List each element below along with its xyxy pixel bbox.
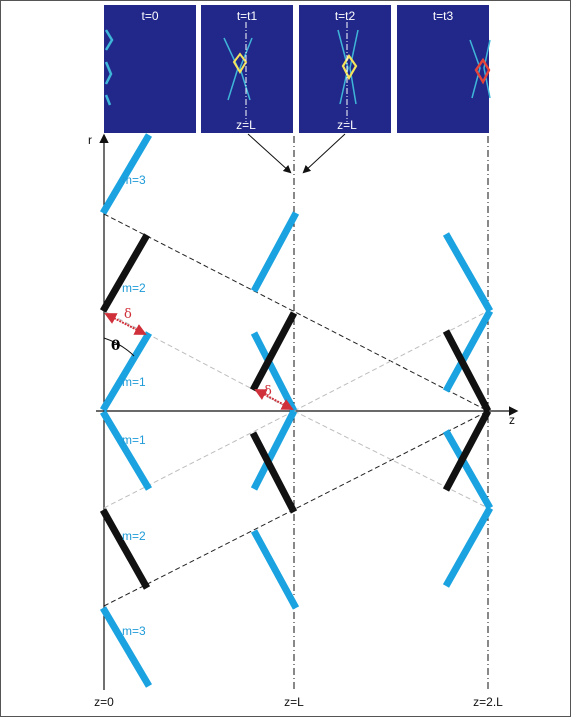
segment-m3-lower-z0: [99, 606, 153, 688]
panel-arrow-left: [247, 133, 292, 174]
panel-time-label: t=t1: [237, 9, 258, 23]
panel-t3: t=t3: [397, 5, 491, 133]
segment-m1-lower-zL: [250, 409, 298, 491]
segment-upper-z2L: [442, 232, 494, 313]
segment-m1-lower-z0: [99, 410, 153, 491]
mode-label-upper-1: m=1: [122, 375, 146, 389]
panel-time-label: t=t3: [433, 9, 454, 23]
mode-label-lower-3: m=3: [122, 624, 146, 638]
theta-arc: [103, 337, 135, 357]
panel-time-label: t=0: [141, 9, 158, 23]
z2L-label: z=2.L: [473, 695, 503, 709]
panel-t0: t=0: [104, 5, 196, 133]
segment-m2-upper-zL: [249, 311, 298, 392]
segment-m1-upper-z2L: [442, 309, 494, 393]
mode-label-upper-2: m=2: [122, 281, 146, 295]
segment-m2-upper-z2L: [442, 329, 492, 413]
panel-t1: t=t1 z=L: [201, 5, 293, 133]
segment-upper-zL: [250, 211, 300, 293]
zL-label: z=L: [284, 695, 304, 709]
panel-arrow-right: [302, 133, 346, 174]
z0-label: z=0: [94, 695, 114, 709]
delta-label-upper: δ: [124, 307, 132, 322]
segment-m1-upper-z0: [99, 331, 153, 412]
panel-z-label: z=L: [337, 118, 357, 132]
segment-m2-upper-z0: [99, 233, 151, 313]
segment-lower-zL: [250, 529, 300, 610]
panel-z-label: z=L: [236, 118, 256, 132]
delta-arrow-lower: [254, 389, 294, 410]
theta-label: θ: [111, 338, 120, 354]
segment-m1-lower-z2L: [442, 429, 494, 510]
panel-time-label: t=t2: [335, 9, 356, 23]
segment-m2-lower-z0: [99, 508, 151, 590]
mode-label-lower-1: m=1: [122, 433, 146, 447]
mode-label-upper-3: m=3: [122, 173, 146, 187]
panel-t2: t=t2 z=L: [299, 5, 391, 133]
mode-label-lower-2: m=2: [122, 529, 146, 543]
z-axis-label: z: [509, 413, 515, 427]
segment-m2-lower-z2L: [442, 409, 492, 492]
delta-label-lower: δ: [264, 384, 272, 399]
segment-m2-lower-zL: [249, 431, 298, 514]
segment-lower-z2L: [442, 506, 494, 588]
segment-m3-upper-z0: [99, 133, 153, 215]
black-segments: [99, 233, 492, 590]
delta-arrow-upper: [104, 313, 147, 335]
r-axis-label: r: [88, 133, 92, 147]
